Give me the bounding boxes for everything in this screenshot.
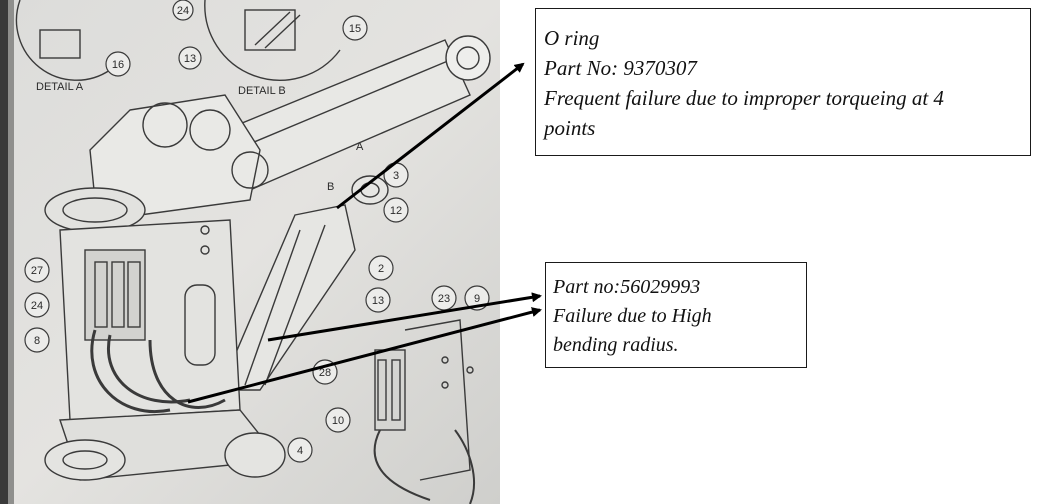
detail-a-marker: A — [356, 141, 364, 153]
detail-b-marker: B — [327, 181, 334, 193]
part-balloon: 9 — [474, 293, 480, 305]
part-balloon: 4 — [297, 445, 303, 457]
part-balloon: 24 — [31, 300, 43, 312]
callout-failure-text: Frequent failure due to improper torquei… — [544, 86, 944, 110]
part-balloon: 27 — [31, 265, 43, 277]
callout-part-number: Part No: 9370307 — [544, 56, 697, 80]
detail-b-caption: DETAIL B — [238, 85, 286, 97]
part-balloon: 12 — [390, 205, 402, 217]
part-balloon: 3 — [393, 170, 399, 182]
callout-failure-text: Failure due to High — [553, 305, 712, 327]
callout-title: O ring — [544, 26, 600, 50]
part-balloon: 13 — [184, 53, 196, 65]
callout-failure-text-cont: bending radius. — [553, 334, 679, 356]
part-balloon: 23 — [438, 293, 450, 305]
part-balloon: 2 — [378, 263, 384, 275]
drawing-photo: 16 24 15 13 3 12 2 27 24 8 13 23 9 28 10… — [0, 0, 500, 504]
detail-a-caption: DETAIL A — [36, 81, 84, 93]
hose-callout: Part no:56029993 Failure due to High ben… — [545, 262, 807, 368]
part-balloon: 8 — [34, 335, 40, 347]
part-balloon: 28 — [319, 367, 331, 379]
part-balloon: 16 — [112, 59, 124, 71]
part-balloon: 24 — [177, 5, 189, 17]
part-balloon: 13 — [372, 295, 384, 307]
part-balloon: 10 — [332, 415, 344, 427]
callout-failure-text-cont: points — [544, 116, 596, 140]
oring-callout: O ring Part No: 9370307 Frequent failure… — [535, 8, 1031, 156]
part-balloon: 15 — [349, 23, 361, 35]
callout-part-number: Part no:56029993 — [553, 276, 701, 298]
